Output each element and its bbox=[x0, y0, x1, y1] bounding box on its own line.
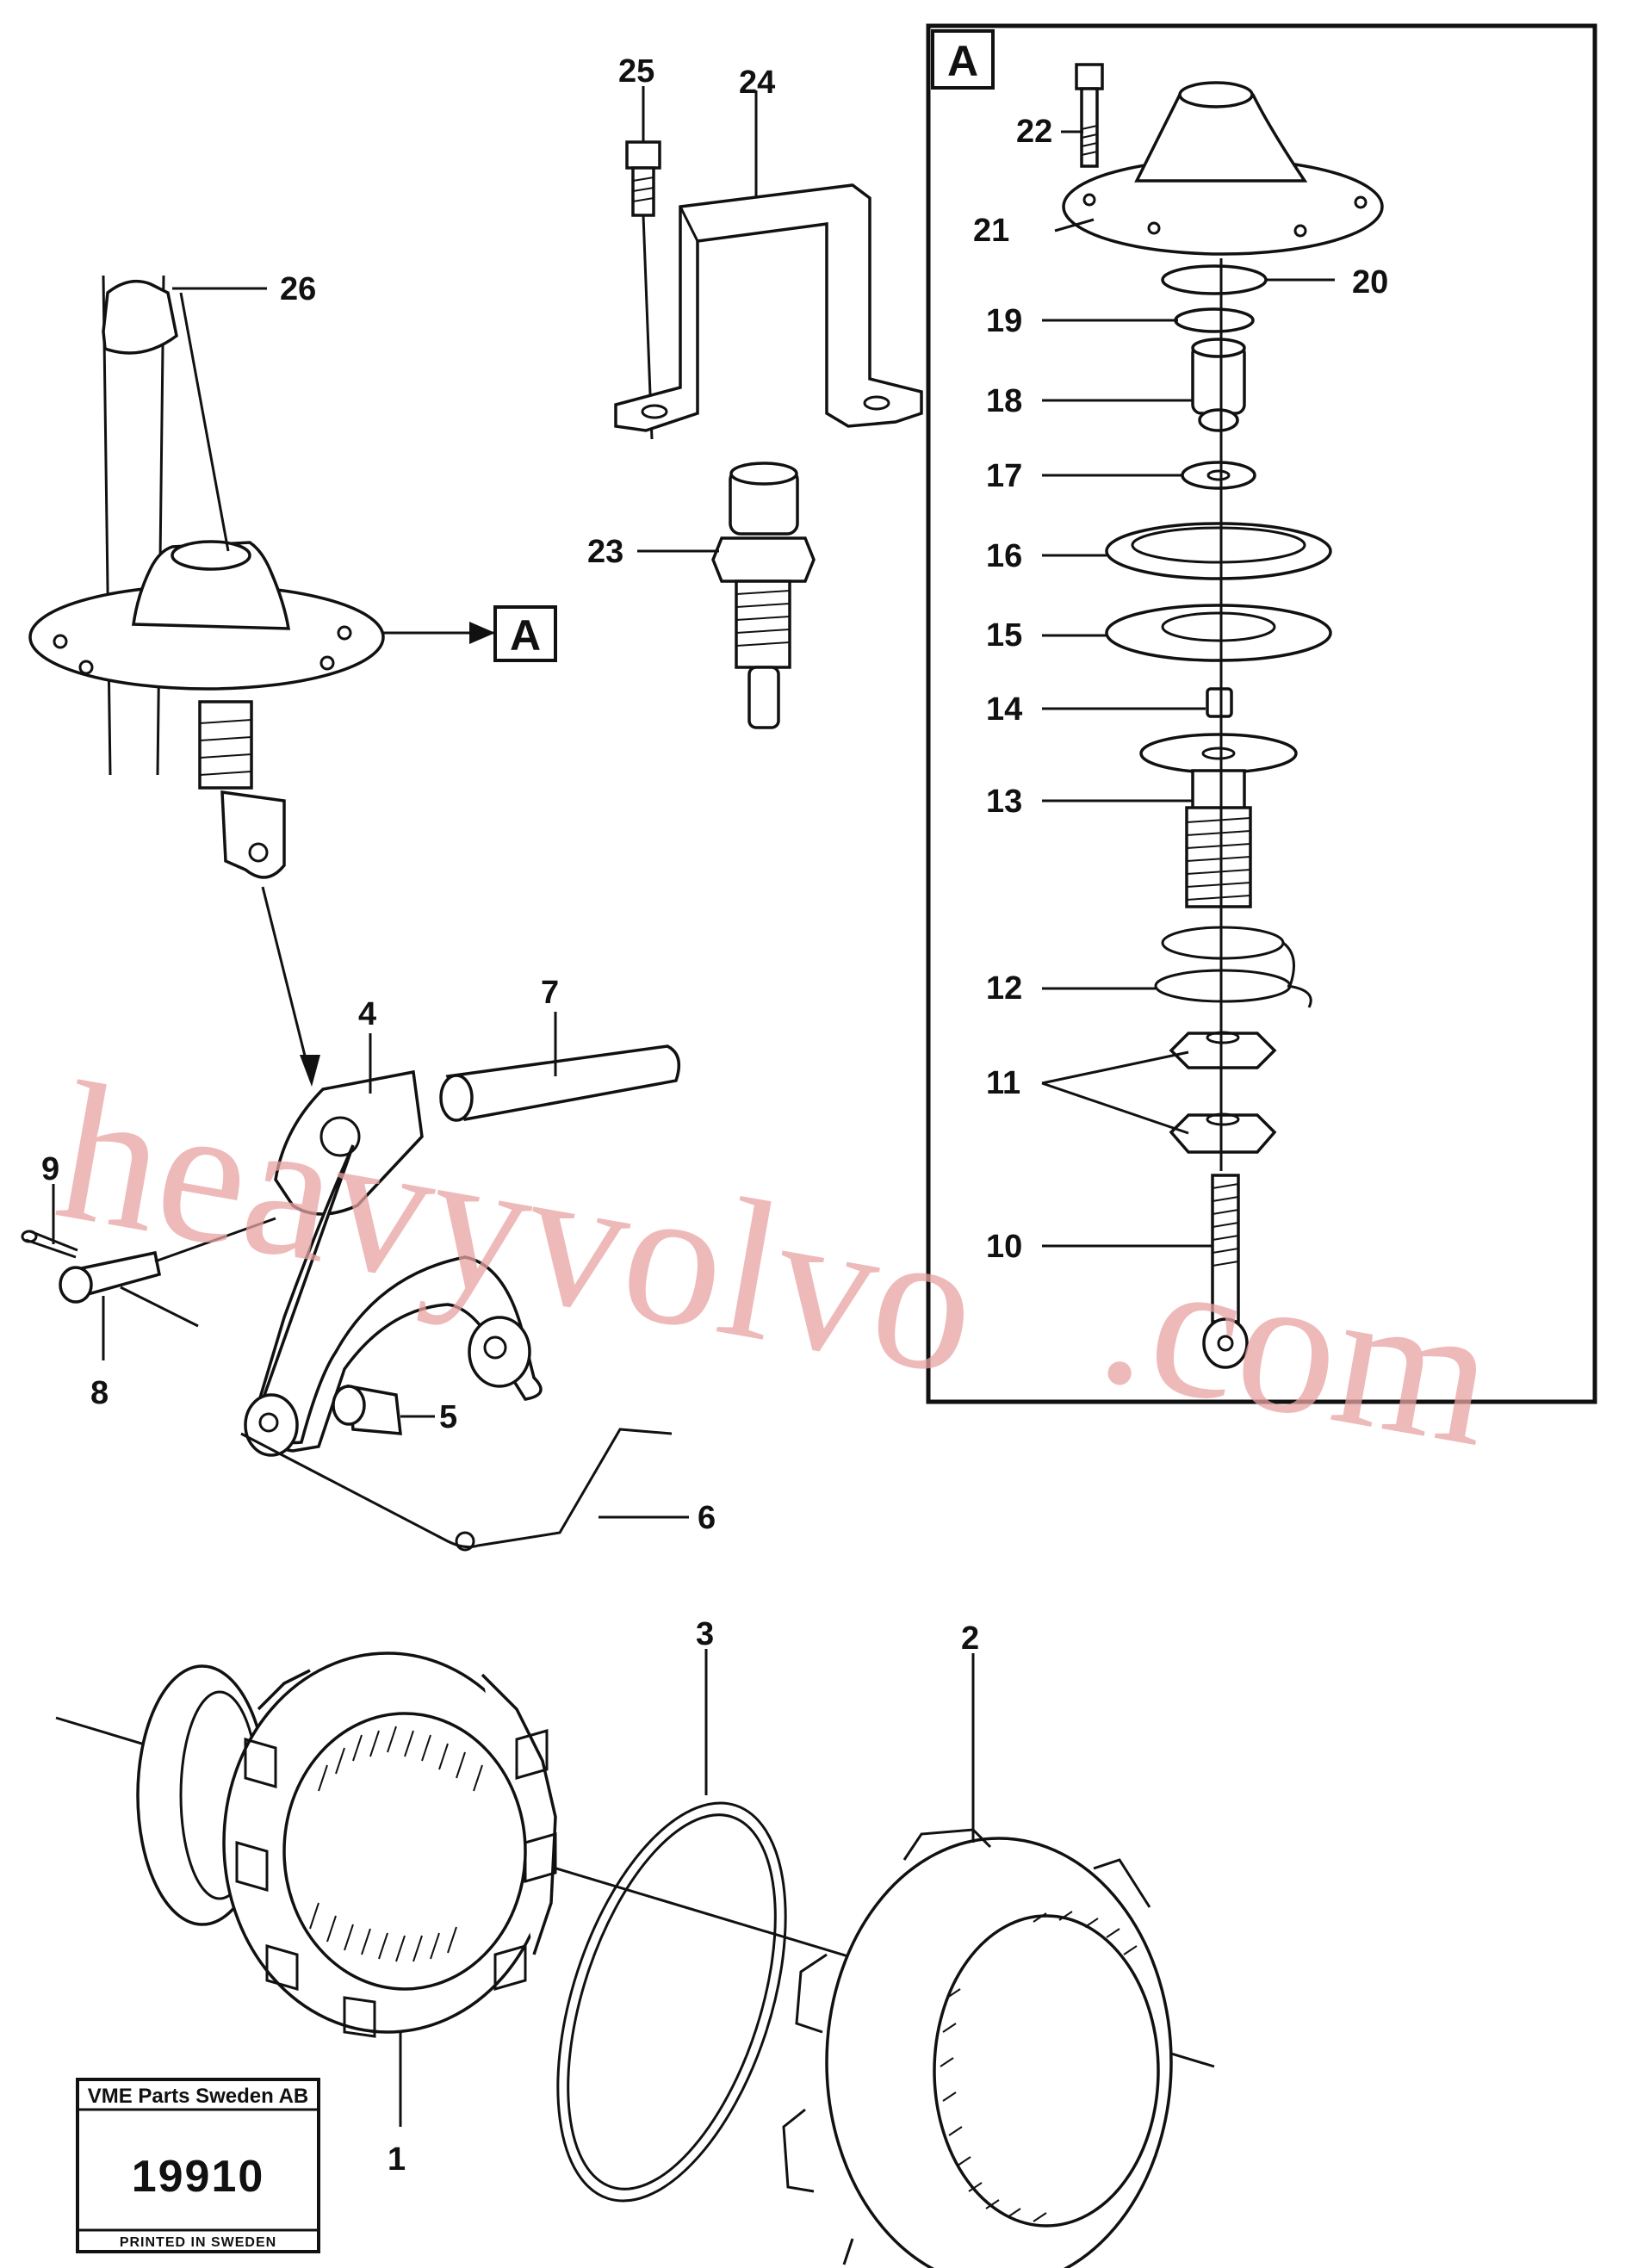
part-25-bolt bbox=[625, 140, 661, 217]
part-15-seal bbox=[1105, 604, 1332, 662]
part-19-washer bbox=[1174, 307, 1255, 333]
part-11-nut-upper bbox=[1169, 1031, 1277, 1069]
callout-13: 13 bbox=[986, 784, 1022, 820]
part-6-wire-spring bbox=[240, 1428, 673, 1549]
callout-2: 2 bbox=[961, 1620, 979, 1657]
part-12-spring bbox=[1154, 926, 1312, 1008]
ref-a-label: A bbox=[510, 611, 541, 660]
title-stamp bbox=[76, 2078, 320, 2253]
stamp-company: VME Parts Sweden AB bbox=[88, 2085, 309, 2108]
callout-7: 7 bbox=[541, 975, 559, 1011]
callout-25: 25 bbox=[618, 53, 654, 90]
part-23-sensor bbox=[711, 462, 816, 729]
callout-19: 19 bbox=[986, 303, 1022, 339]
callout-17: 17 bbox=[986, 458, 1022, 494]
part-11-nut-lower bbox=[1169, 1112, 1277, 1154]
part-1-sliding-sleeve bbox=[136, 1651, 557, 2038]
part-26-lever-and-boot bbox=[28, 275, 385, 879]
part-2-gear-ring bbox=[782, 1828, 1173, 2268]
callout-14: 14 bbox=[986, 691, 1022, 728]
detail-a-frame bbox=[926, 23, 1597, 1404]
part-7-shaft bbox=[439, 1044, 681, 1122]
detail-a-leaders bbox=[1041, 130, 1335, 1248]
part-18-bushing bbox=[1191, 338, 1246, 432]
callout-5: 5 bbox=[439, 1399, 457, 1435]
stamp-drawing-number: 19910 bbox=[132, 2152, 265, 2202]
callout-20: 20 bbox=[1352, 264, 1388, 301]
callout-21: 21 bbox=[973, 213, 1009, 249]
part-17-washer bbox=[1181, 461, 1256, 490]
callout-9: 9 bbox=[41, 1151, 59, 1187]
callout-11: 11 bbox=[986, 1065, 1020, 1101]
part-20-ring bbox=[1161, 264, 1268, 295]
arrow-head-down bbox=[300, 1055, 320, 1087]
callout-1: 1 bbox=[388, 2141, 406, 2178]
callout-24: 24 bbox=[739, 65, 775, 101]
watermark-domain: .com bbox=[1086, 1204, 1509, 1488]
callout-15: 15 bbox=[986, 617, 1022, 654]
callout-4: 4 bbox=[358, 996, 376, 1032]
part-16-disc bbox=[1105, 522, 1332, 580]
callout-22: 22 bbox=[1016, 114, 1052, 150]
stamp-printed: PRINTED IN SWEDEN bbox=[120, 2235, 276, 2250]
arrow-head-ref-a bbox=[469, 622, 495, 644]
part-5-pin bbox=[332, 1384, 402, 1435]
part-3-ring bbox=[556, 1801, 787, 2203]
part-21-cover bbox=[1062, 81, 1384, 256]
callout-26: 26 bbox=[280, 271, 316, 307]
detail-a-label: A bbox=[947, 37, 978, 85]
ref-a-box bbox=[493, 605, 557, 662]
callout-23: 23 bbox=[587, 534, 623, 570]
callout-18: 18 bbox=[986, 383, 1022, 419]
callout-3: 3 bbox=[696, 1616, 714, 1652]
callout-10: 10 bbox=[986, 1229, 1022, 1265]
callout-12: 12 bbox=[986, 970, 1022, 1007]
part-10-eye-bolt bbox=[1202, 1174, 1249, 1369]
part-13-threaded-sleeve bbox=[1139, 733, 1298, 908]
callout-6: 6 bbox=[698, 1500, 716, 1536]
detail-a-label-box bbox=[931, 29, 995, 90]
callout-16: 16 bbox=[986, 538, 1022, 574]
part-22-bolt bbox=[1075, 63, 1104, 168]
part-14-insert bbox=[1206, 687, 1233, 718]
part-4-shift-fork bbox=[244, 1069, 543, 1457]
part-24-bracket bbox=[614, 183, 923, 432]
callout-8: 8 bbox=[90, 1375, 109, 1411]
part-8-clevis-pin bbox=[59, 1250, 162, 1304]
